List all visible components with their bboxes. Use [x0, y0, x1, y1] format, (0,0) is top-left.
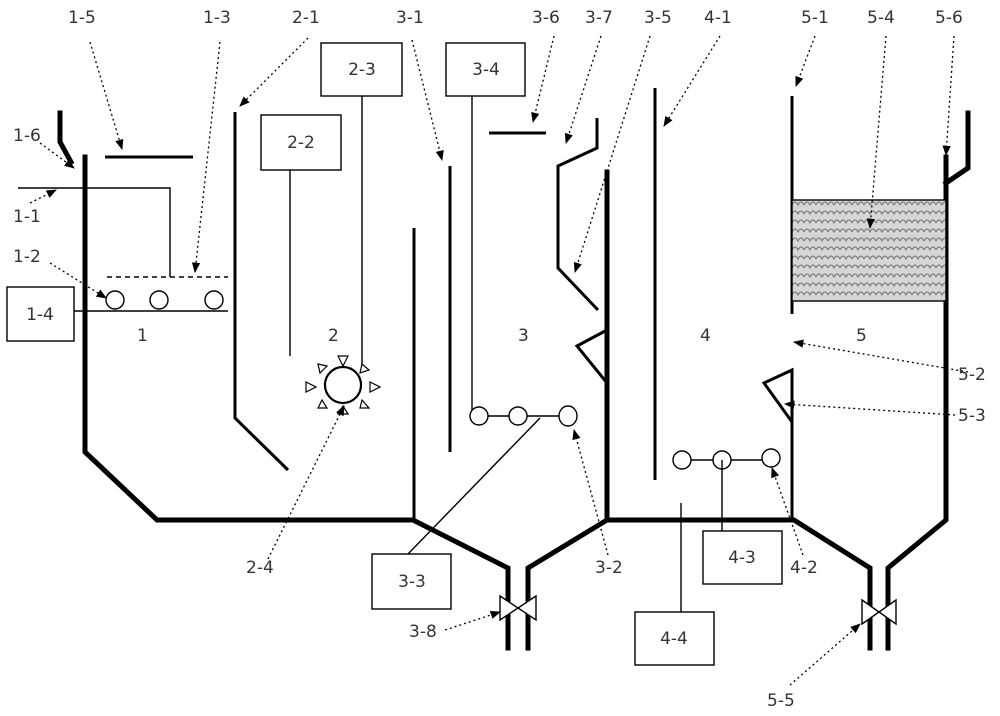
box-2-3-label: 2-3: [348, 60, 376, 80]
label-1-1: 1-1: [13, 207, 41, 227]
label-1-2: 1-2: [13, 247, 41, 267]
label-4-1: 4-1: [704, 8, 732, 28]
box-3-3[interactable]: 3-3: [371, 553, 452, 610]
zone1-apparatus: [18, 187, 228, 312]
label-3-1: 3-1: [396, 8, 424, 28]
label-5-3: 5-3: [958, 406, 986, 426]
box-4-3[interactable]: 4-3: [702, 530, 783, 585]
label-5-6: 5-6: [935, 8, 963, 28]
baffles: [105, 88, 794, 523]
box-1-4-label: 1-4: [26, 305, 54, 325]
label-5-5: 5-5: [767, 691, 795, 711]
label-3-6: 3-6: [532, 8, 560, 28]
zone-3-label: 3: [518, 326, 529, 346]
label-5-4: 5-4: [867, 8, 895, 28]
triangle-5-3: [761, 367, 794, 427]
label-2-1: 2-1: [292, 8, 320, 28]
box-4-3-label: 4-3: [728, 548, 756, 568]
tank-shell: [57, 110, 971, 651]
trough-3-7: [556, 118, 600, 312]
label-1-5: 1-5: [68, 8, 96, 28]
labels: 1-5 1-3 2-1 3-1 3-6 3-7 3-5 4-1 5-1 5-4 …: [13, 8, 986, 711]
label-5-1: 5-1: [801, 8, 829, 28]
box-3-4[interactable]: 3-4: [445, 42, 526, 97]
label-4-2: 4-2: [790, 558, 818, 578]
zone-numbers: 1 2 3 4 5: [137, 326, 867, 346]
triangle-3-5: [574, 327, 609, 388]
zone-4-label: 4: [700, 326, 711, 346]
box-4-4-label: 4-4: [660, 629, 688, 649]
valve-5-5[interactable]: [861, 598, 897, 626]
box-1-4[interactable]: 1-4: [6, 286, 75, 342]
label-1-3: 1-3: [203, 8, 231, 28]
filter-media-5-4: [791, 199, 947, 302]
zone4-apparatus: [672, 448, 781, 612]
box-4-4[interactable]: 4-4: [634, 611, 715, 666]
impeller-2-4: [323, 365, 363, 405]
valve-3-8[interactable]: [499, 594, 537, 622]
label-5-2: 5-2: [958, 365, 986, 385]
box-2-2[interactable]: 2-2: [260, 114, 342, 171]
zone3-apparatus: [407, 96, 578, 555]
label-1-6: 1-6: [13, 126, 41, 146]
box-2-3[interactable]: 2-3: [320, 42, 403, 97]
box-3-3-label: 3-3: [398, 572, 426, 592]
baffle-2-1: [233, 112, 290, 472]
leader-lines: [29, 35, 969, 686]
zone-5-label: 5: [856, 326, 867, 346]
label-3-5: 3-5: [644, 8, 672, 28]
label-3-7: 3-7: [585, 8, 613, 28]
zone-2-label: 2: [328, 326, 339, 346]
zone-1-label: 1: [137, 326, 148, 346]
box-2-2-label: 2-2: [287, 133, 315, 153]
box-3-4-label: 3-4: [472, 60, 500, 80]
label-3-2: 3-2: [595, 558, 623, 578]
label-2-4: 2-4: [246, 558, 274, 578]
label-3-8: 3-8: [409, 622, 437, 642]
